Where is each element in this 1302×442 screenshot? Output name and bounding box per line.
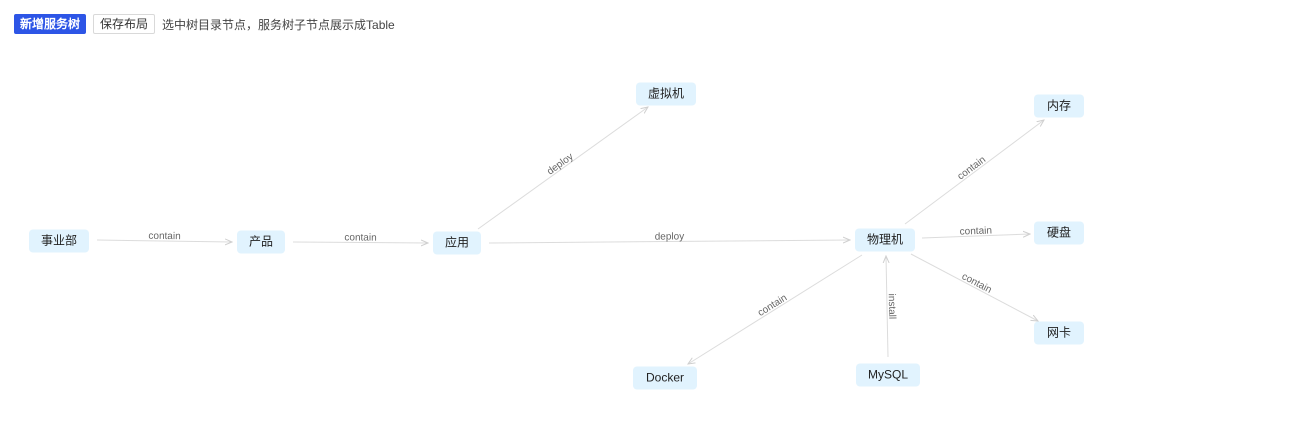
node-app[interactable]: 应用 bbox=[433, 231, 481, 255]
edge-mysql-pm[interactable] bbox=[886, 256, 888, 358]
edge-pm-nic[interactable] bbox=[910, 253, 1038, 321]
edge-label: contain bbox=[960, 271, 994, 296]
edge-dept-product[interactable] bbox=[96, 240, 232, 242]
node-dept[interactable]: 事业部 bbox=[29, 229, 89, 253]
edge-label: deploy bbox=[655, 231, 685, 242]
node-mem[interactable]: 内存 bbox=[1034, 94, 1084, 118]
toolbar: 新增服务树 保存布局 选中树目录节点，服务树子节点展示成Table bbox=[14, 14, 395, 34]
edge-pm-mem[interactable] bbox=[904, 120, 1044, 225]
add-service-tree-button[interactable]: 新增服务树 bbox=[14, 14, 87, 34]
edge-label: contain bbox=[956, 154, 988, 182]
edge-app-vm[interactable] bbox=[477, 107, 648, 230]
node-mysql[interactable]: MySQL bbox=[856, 363, 920, 387]
node-product[interactable]: 产品 bbox=[237, 230, 285, 254]
node-nic[interactable]: 网卡 bbox=[1034, 321, 1084, 345]
edge-pm-docker[interactable] bbox=[688, 254, 863, 364]
edge-label: deploy bbox=[545, 151, 575, 177]
node-vm[interactable]: 虚拟机 bbox=[636, 82, 696, 106]
save-layout-button[interactable]: 保存布局 bbox=[93, 14, 156, 34]
edge-label: contain bbox=[344, 232, 376, 243]
edge-app-pm[interactable] bbox=[488, 240, 850, 243]
edge-label: install bbox=[886, 294, 898, 320]
edge-pm-disk[interactable] bbox=[921, 234, 1030, 239]
node-pm[interactable]: 物理机 bbox=[855, 228, 915, 252]
edge-label: contain bbox=[148, 231, 180, 242]
node-docker[interactable]: Docker bbox=[633, 366, 697, 390]
edge-product-app[interactable] bbox=[292, 242, 428, 243]
edge-label: contain bbox=[960, 225, 993, 237]
node-disk[interactable]: 硬盘 bbox=[1034, 221, 1084, 245]
edge-label: contain bbox=[756, 292, 789, 318]
hint-text: 选中树目录节点，服务树子节点展示成Table bbox=[162, 17, 395, 32]
